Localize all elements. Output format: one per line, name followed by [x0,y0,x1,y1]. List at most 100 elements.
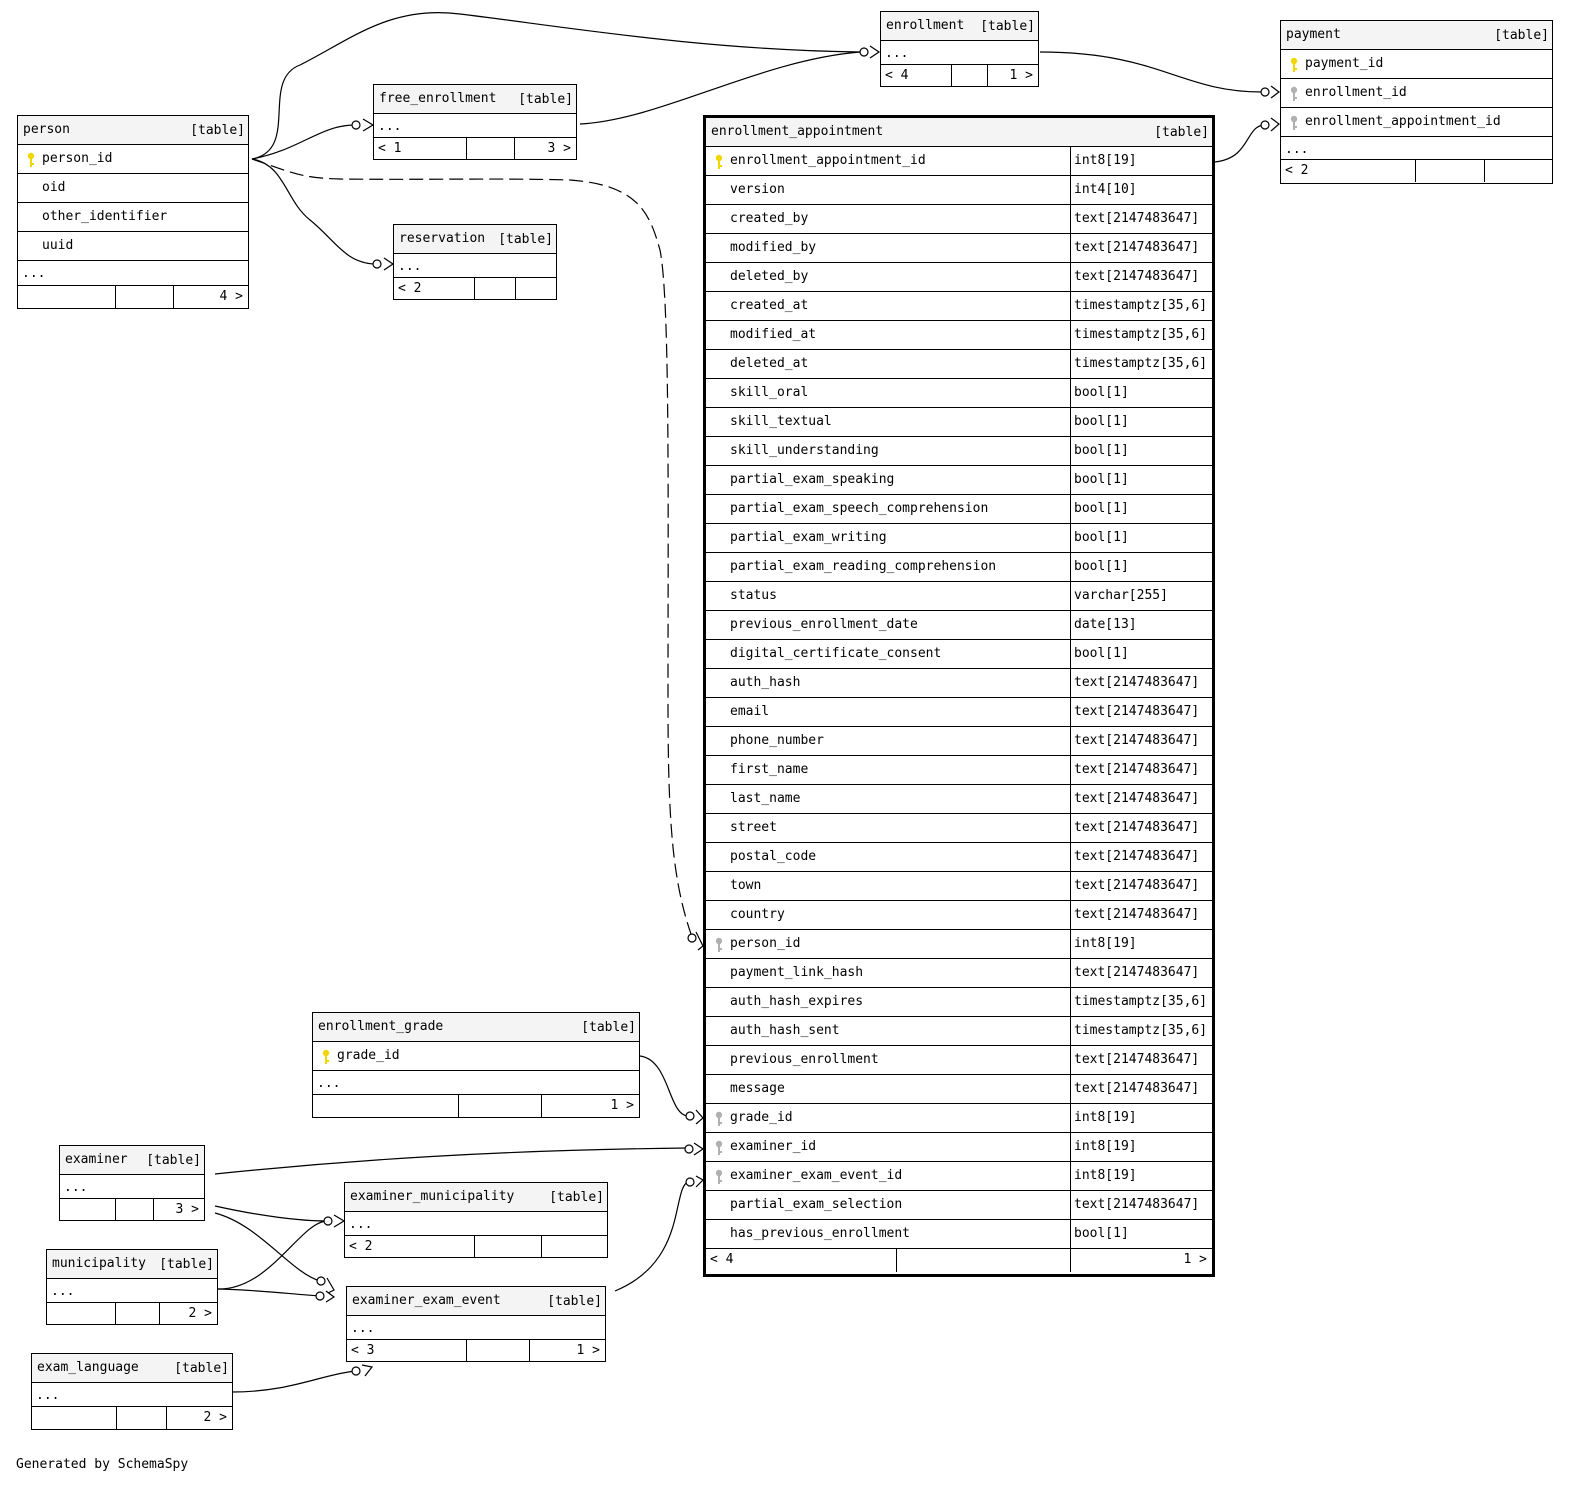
table-person[interactable]: person [table] person_id oid other_ident… [17,115,249,309]
table-enrollment-grade[interactable]: enrollment_grade [table] grade_id ... 1 … [312,1012,640,1118]
children-count[interactable]: 3 > [514,138,576,160]
more-columns-row[interactable]: ... [881,41,1038,65]
foreign-key-icon [1290,86,1298,101]
column-row[interactable]: uuid [18,232,248,261]
children-count[interactable] [541,1236,607,1258]
more-columns-row[interactable]: ... [394,254,556,278]
column-row[interactable]: payment_id [1281,50,1552,79]
parents-count[interactable]: < 2 [398,281,422,296]
more-columns-row[interactable]: ... [374,114,576,138]
table-free-enrollment[interactable]: free_enrollment [table] ... < 1 3 > [373,84,577,160]
parents-count[interactable] [313,1095,458,1117]
parents-count[interactable]: < 1 [378,141,402,156]
table-footer: 1 > [313,1095,639,1117]
more-columns-row[interactable]: ... [1281,137,1552,160]
ellipsis: ... [22,266,46,281]
children-count[interactable] [515,278,556,300]
generated-by-footer: Generated by SchemaSpy [16,1457,189,1472]
more-columns-row[interactable]: ... [345,1212,607,1236]
table-examiner-municipality[interactable]: examiner_municipality [table] ... < 2 [344,1182,608,1258]
table-enrollment[interactable]: enrollment [table] ... < 4 1 > [880,11,1039,87]
table-exam-language[interactable]: exam_language [table] ... 2 > [31,1353,233,1430]
column-row[interactable]: grade_id [313,1042,639,1071]
column-row[interactable]: oid [18,174,248,203]
column-row[interactable]: person_id [18,145,248,174]
children-count[interactable]: 1 > [1070,1249,1212,1272]
column-row[interactable]: other_identifier [18,203,248,232]
more-columns-row[interactable]: ... [32,1383,232,1407]
parents-count[interactable]: < 3 [351,1343,375,1358]
children-count[interactable]: 4 > [173,286,248,308]
parents-count[interactable]: < 4 [710,1252,734,1267]
children-count[interactable]: 2 > [166,1407,232,1429]
parents-count[interactable]: < 4 [885,68,909,83]
children-count[interactable] [1484,160,1552,182]
table-enrollment-appointment[interactable]: enrollment_appointment [table] enrollmen… [703,115,1215,1277]
parents-count[interactable] [32,1407,116,1429]
table-tag: [table] [518,92,573,107]
table-reservation[interactable]: reservation [table] ... < 2 [393,224,557,300]
column-row[interactable]: enrollment_appointment_id [1281,108,1552,137]
more-columns-row[interactable]: ... [347,1316,605,1340]
column-type: text[2147483647] [1070,785,1212,813]
column-row[interactable]: enrollment_id [1281,79,1552,108]
children-count[interactable]: 3 > [153,1199,204,1221]
children-count[interactable]: 1 > [987,65,1038,87]
parents-count[interactable] [60,1199,115,1221]
children-count[interactable]: 1 > [529,1340,605,1362]
parents-count[interactable]: < 2 [349,1239,373,1254]
more-columns-row[interactable]: ... [313,1071,639,1095]
more-columns-row[interactable]: ... [47,1279,217,1303]
children-count[interactable]: 1 > [541,1095,639,1117]
table-payment[interactable]: payment [table] payment_id enrollment_id… [1280,20,1553,184]
more-columns-row[interactable]: ... [18,261,248,286]
parents-count[interactable]: < 2 [1285,163,1309,178]
table-header: exam_language [table] [32,1354,232,1383]
table-examiner[interactable]: examiner [table] ... 3 > [59,1145,205,1221]
parents-count[interactable] [47,1303,115,1325]
more-columns-row[interactable]: ... [60,1175,204,1199]
table-examiner-exam-event[interactable]: examiner_exam_event [table] ... < 3 1 > [346,1286,606,1362]
children-count[interactable]: 2 > [159,1303,217,1325]
parents-count[interactable] [18,286,115,308]
table-municipality[interactable]: municipality [table] ... 2 > [46,1249,218,1325]
